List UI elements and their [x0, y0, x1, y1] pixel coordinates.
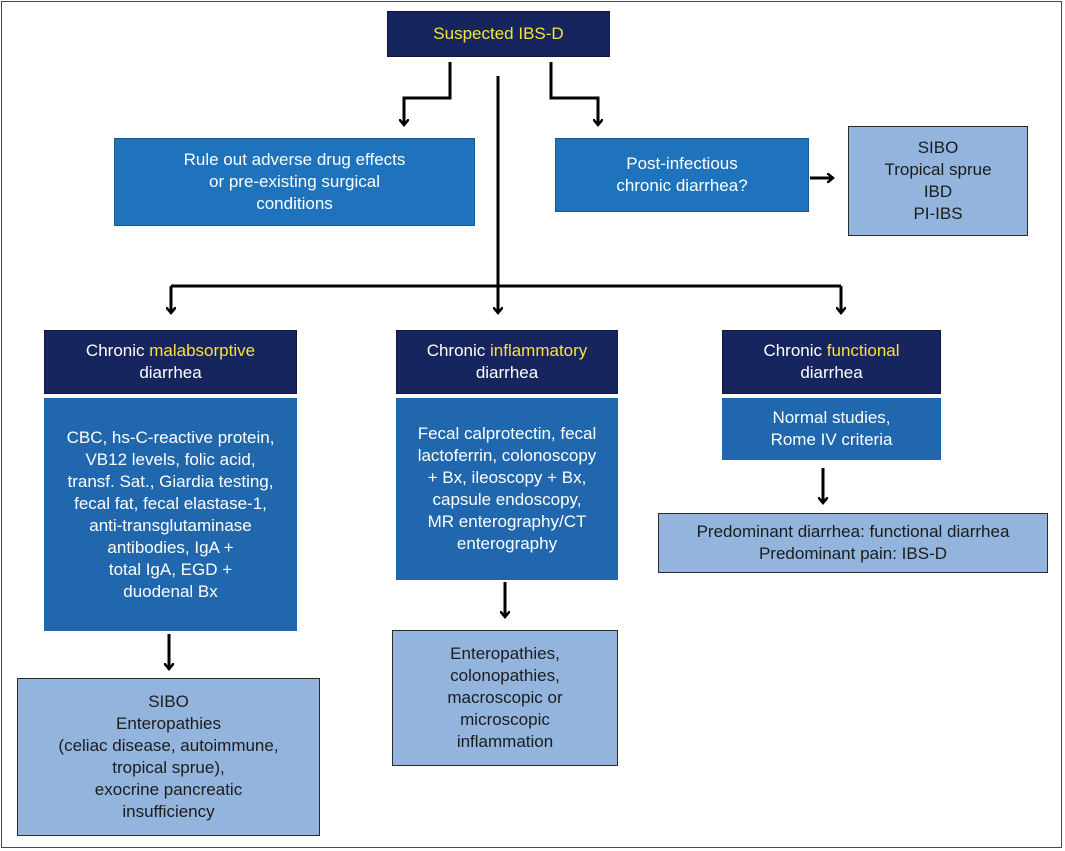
text-line: tropical sprue),	[112, 758, 225, 777]
text-line: PI-IBS	[913, 204, 963, 223]
text-line: inflammation	[456, 732, 554, 751]
arrow-to-post-infectious	[549, 62, 598, 124]
text-line: capsule endoscopy,	[432, 490, 582, 509]
malabsorptive-tests-box: CBC, hs-C-reactive protein, VB12 levels,…	[44, 398, 297, 631]
text-line: IBD	[923, 182, 953, 201]
header-prefix: Chronic	[426, 341, 490, 360]
text-line: anti-transglutaminase	[89, 515, 252, 535]
header-prefix: Chronic	[763, 341, 827, 360]
text-line: macroscopic or	[447, 688, 563, 707]
header-line-1: Chronic functional	[763, 340, 899, 362]
header-line-1: Chronic inflammatory	[427, 340, 588, 362]
text-line: + Bx, ileoscopy + Bx,	[427, 468, 587, 487]
text-line: transf. Sat., Giardia testing,	[67, 471, 274, 491]
inflammatory-tests-box: Fecal calprotectin, fecal lactoferrin, c…	[396, 398, 618, 580]
header-line-2: diarrhea	[139, 363, 202, 382]
text-line: MR enterography/CT	[427, 512, 587, 531]
text-line: conditions	[256, 194, 333, 213]
text-line: SIBO	[148, 692, 189, 711]
pi-outcomes-box: SIBO Tropical sprue IBD PI-IBS	[848, 126, 1028, 236]
inflammatory-outcomes-box: Enteropathies, colonopathies, macroscopi…	[392, 630, 618, 766]
text-line: fecal fat, fecal elastase-1,	[74, 493, 267, 513]
header-highlight: malabsorptive	[149, 341, 256, 360]
text-line: Enteropathies,	[450, 644, 560, 663]
text-line: lactoferrin, colonoscopy	[417, 446, 597, 465]
text-line: Post-infectious	[626, 154, 738, 173]
text-line: Rule out adverse drug effects	[183, 150, 406, 169]
text-line: chronic diarrhea?	[616, 176, 748, 195]
text-line: CBC, hs-C-reactive protein,	[66, 427, 275, 447]
header-line-1: Chronic malabsorptive	[86, 340, 255, 362]
malabsorptive-header: Chronic malabsorptive diarrhea	[44, 330, 297, 394]
functional-header: Chronic functional diarrhea	[722, 330, 941, 394]
text-line: Rome IV criteria	[770, 430, 893, 449]
text-line: colonopathies,	[450, 666, 560, 685]
header-line-2: diarrhea	[475, 363, 539, 382]
header-highlight: functional	[826, 341, 900, 360]
text-line: insufficiency	[122, 802, 215, 821]
text-line: microscopic	[460, 710, 550, 729]
text-line: Fecal calprotectin, fecal	[417, 424, 597, 443]
text-line: antibodies, IgA +	[107, 537, 234, 557]
functional-tests-box: Normal studies, Rome IV criteria	[722, 398, 941, 460]
text-line: exocrine pancreatic	[94, 780, 243, 799]
header-prefix: Chronic	[85, 341, 150, 360]
header-line-2: diarrhea	[800, 363, 863, 382]
suspected-ibs-d-box: Suspected IBS-D	[387, 11, 610, 57]
header-highlight: inflammatory	[490, 341, 588, 360]
text-line: VB12 levels, folic acid,	[85, 449, 256, 469]
text-line: Enteropathies	[116, 714, 221, 733]
text-line: enterography	[456, 534, 558, 553]
text-line: Predominant diarrhea: functional diarrhe…	[696, 522, 1010, 541]
malabsorptive-outcomes-box: SIBO Enteropathies (celiac disease, auto…	[17, 678, 320, 836]
suspected-ibs-d-label: Suspected IBS-D	[433, 24, 564, 43]
text-line: total IgA, EGD +	[108, 559, 233, 579]
text-line: (celiac disease, autoimmune,	[58, 736, 279, 755]
post-infectious-box: Post-infectious chronic diarrhea?	[555, 138, 809, 212]
functional-outcomes-box: Predominant diarrhea: functional diarrhe…	[658, 513, 1048, 573]
inflammatory-header: Chronic inflammatory diarrhea	[396, 330, 618, 394]
text-line: Normal studies,	[772, 408, 891, 427]
text-line: or pre-existing surgical	[208, 172, 380, 191]
text-line: Tropical sprue	[884, 160, 992, 179]
rule-out-box: Rule out adverse drug effects or pre-exi…	[114, 138, 475, 226]
arrow-to-rule-out	[404, 62, 452, 124]
text-line: Predominant pain: IBS-D	[758, 544, 948, 563]
text-line: SIBO	[917, 138, 959, 157]
text-line: duodenal Bx	[123, 581, 218, 601]
